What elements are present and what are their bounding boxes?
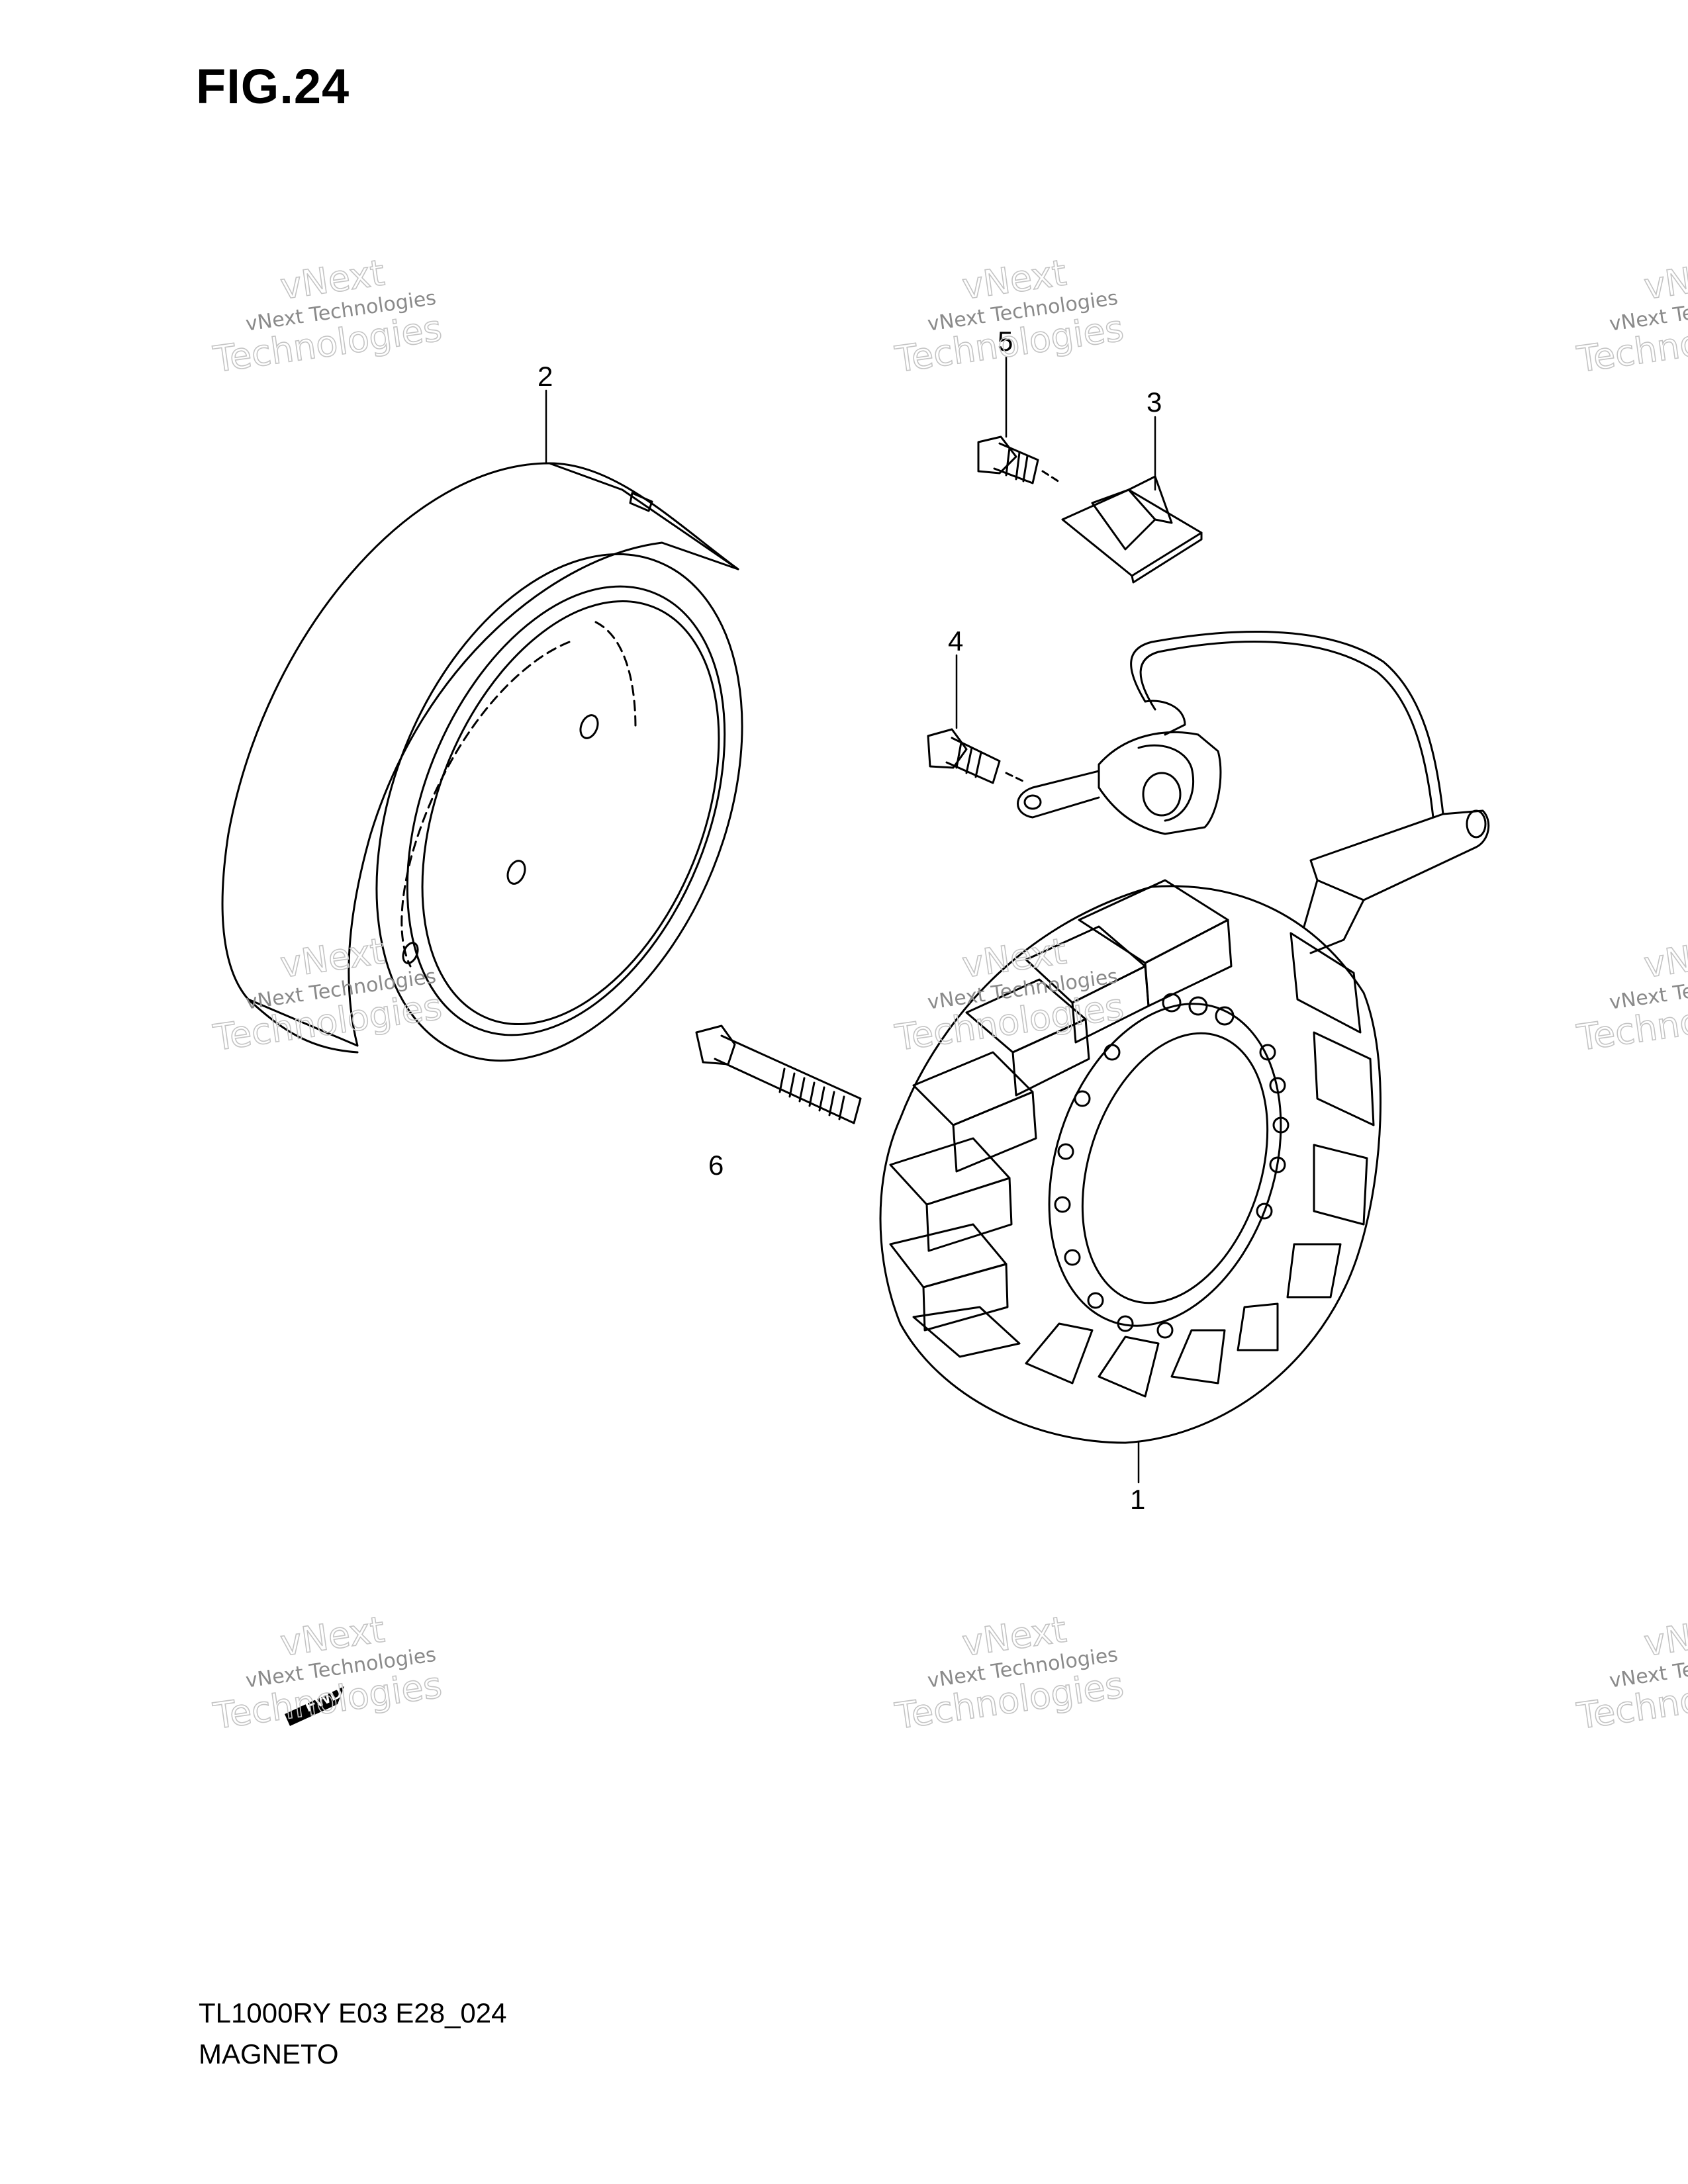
watermark-tile: vNext Technologies vNext Technologies (1573, 930, 1688, 1060)
pickup-coil (1017, 631, 1490, 954)
watermark-tile: vNext Technologies vNext Technologies (892, 930, 1127, 1060)
callout-6: 6 (708, 1150, 724, 1181)
svg-text:vNext: vNext (1642, 930, 1688, 985)
callout-5: 5 (998, 326, 1013, 357)
bolt-part-6 (695, 1024, 862, 1124)
callout-3: 3 (1147, 387, 1162, 418)
callout-4: 4 (948, 625, 963, 657)
bolt-part-4 (927, 728, 1024, 784)
watermark-tile: vNext Technologies vNext Technologies (210, 251, 445, 381)
watermark-tile: vNext Technologies vNext Technologies (1573, 251, 1688, 381)
rotor-part-2 (221, 462, 743, 1062)
bracket-part-3 (1061, 475, 1203, 584)
leader-lines (545, 356, 1156, 1484)
watermark-tile: vNext Technologies vNext Technologies (210, 1608, 445, 1738)
bolt-part-5 (977, 435, 1060, 484)
figure-title: FIG.24 (196, 59, 350, 114)
watermark-tile: vNext Technologies vNext Technologies (892, 1608, 1127, 1738)
watermarks: vNext Technologies vNext Technologies vN… (210, 251, 1688, 1738)
svg-text:vNext: vNext (1642, 1608, 1688, 1664)
svg-text:vNext: vNext (1642, 251, 1688, 307)
watermark-tile: vNext Technologies vNext Technologies (210, 930, 445, 1060)
section-name: MAGNETO (199, 2038, 339, 2070)
callout-2: 2 (538, 361, 553, 392)
model-code: TL1000RY E03 E28_024 (199, 1997, 507, 2028)
stator-part-1 (879, 879, 1382, 1444)
watermark-tile: vNext Technologies vNext Technologies (1573, 1608, 1688, 1738)
callout-1: 1 (1130, 1484, 1145, 1515)
watermark-tile: vNext Technologies vNext Technologies (892, 251, 1127, 381)
